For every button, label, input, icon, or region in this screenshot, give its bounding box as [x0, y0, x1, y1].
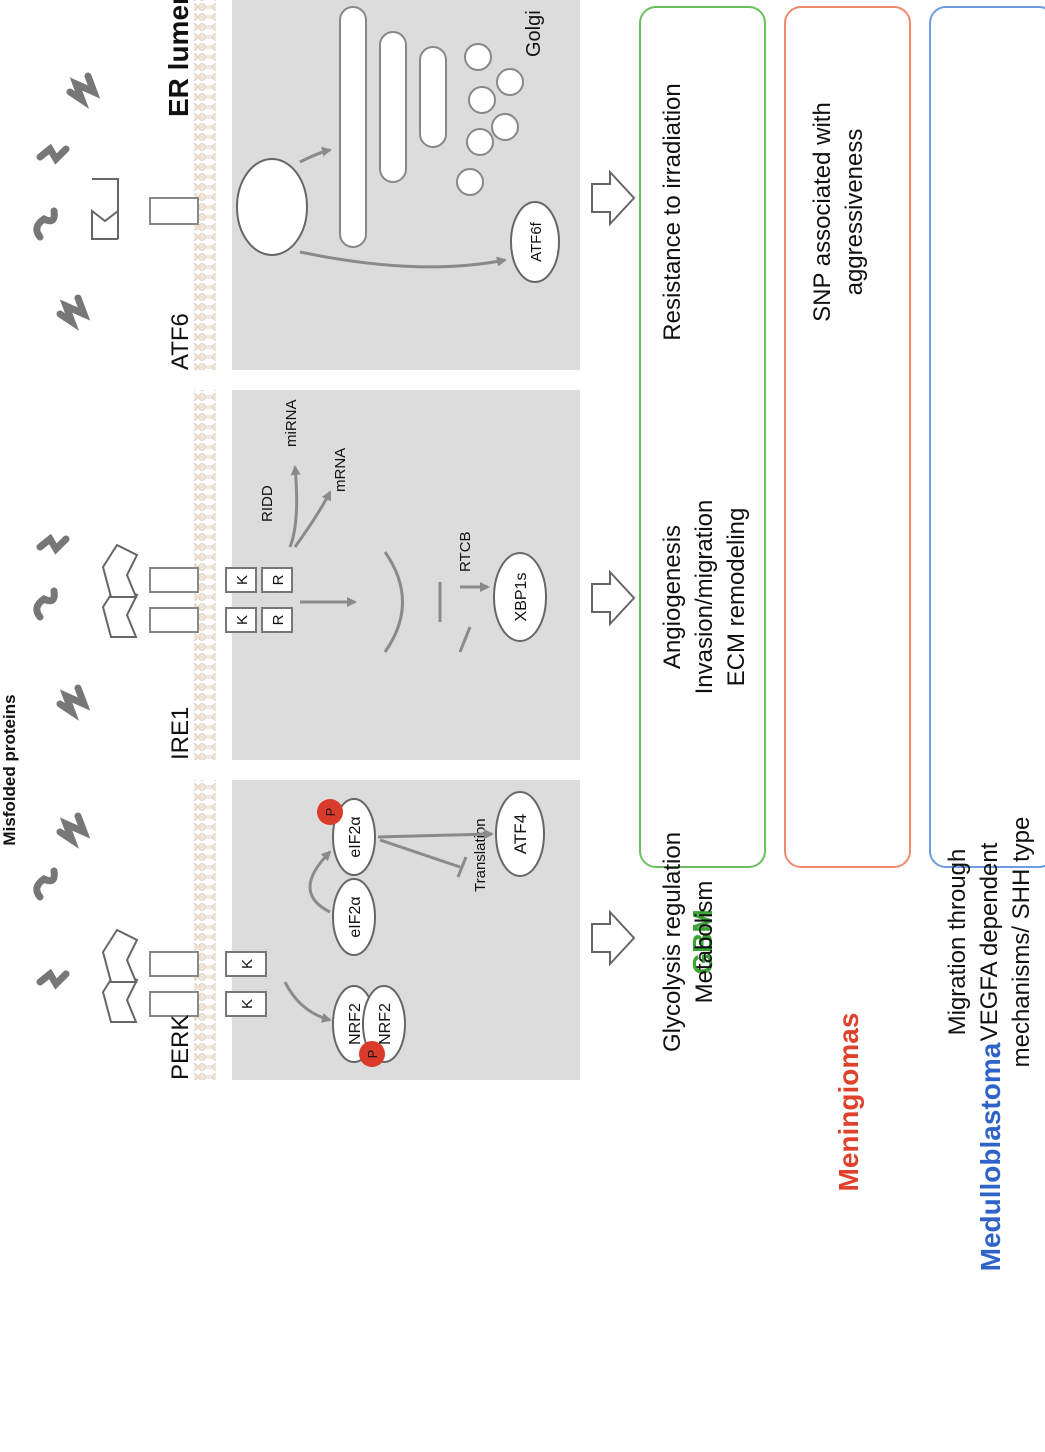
misfolded-proteins-label: Misfolded proteins	[0, 694, 19, 845]
ire1-rnase-r1: R	[270, 614, 287, 625]
phospho-nrf2-icon	[359, 1041, 385, 1067]
ire1-label: IRE1	[167, 707, 194, 760]
ire1-arrows	[288, 465, 490, 653]
gbm-box	[639, 6, 766, 868]
gbm-ire1-line3: ECM remodeling	[723, 508, 750, 687]
ire1-panel	[232, 390, 580, 760]
translation-label: Translation	[472, 818, 489, 892]
atf6-receptor	[91, 178, 199, 240]
golgi-stack	[339, 6, 524, 248]
phospho-eif2a-label: P	[323, 808, 338, 817]
perk-receptor	[101, 928, 267, 1023]
node-eif2a-label: eIF2α	[347, 896, 364, 937]
node-nrf2-p-label: NRF2	[377, 1003, 394, 1045]
perk-membrane	[194, 780, 216, 1080]
ire1-rnase-r2: R	[270, 574, 287, 585]
meningiomas-atf6-line1: SNP associated with	[809, 102, 836, 322]
medulloblastoma-label: Medulloblastoma	[975, 1042, 1006, 1271]
node-nrf2-label: NRF2	[347, 1003, 364, 1045]
node-eif2a-p	[332, 798, 376, 876]
medullo-perk-line3: mechanisms/ SHH type	[1008, 817, 1035, 1068]
rtcb-label: RTCB	[457, 531, 474, 572]
node-atf6f	[510, 201, 560, 283]
node-xbp1s	[493, 552, 547, 642]
mrna-label: mRNA	[332, 448, 349, 492]
perk-kinase-k2: K	[239, 959, 256, 969]
mirna-label: miRNA	[283, 400, 300, 448]
phospho-nrf2-label: P	[365, 1050, 380, 1059]
gbm-ire1-line2: Invasion/migration	[691, 500, 718, 695]
node-eif2a-p-label: eIF2α	[347, 816, 364, 857]
ire1-membrane	[194, 390, 216, 760]
ridd-label: RIDD	[259, 485, 276, 522]
meningiomas-box	[784, 6, 911, 868]
perk-panel	[232, 780, 580, 1080]
ire1-kinase-k1: K	[234, 615, 251, 625]
node-xbp1s-label: XBP1s	[513, 573, 530, 622]
node-eif2a	[332, 878, 376, 956]
atf6-label: ATF6	[167, 313, 194, 370]
atf6-arrows	[299, 146, 507, 269]
ire1-kinase-k2: K	[234, 575, 251, 585]
misfolded-proteins-icons	[33, 72, 101, 990]
ire1-receptor	[101, 543, 293, 638]
medulloblastoma-box	[929, 6, 1045, 868]
node-atf4	[495, 791, 545, 877]
gbm-perk-line2: Metabolism	[691, 881, 718, 1004]
perk-arrows	[283, 829, 494, 1023]
phospho-eif2a-icon	[317, 799, 343, 825]
gbm-label: GBM	[687, 909, 718, 974]
meningiomas-atf6-line2: aggressiveness	[841, 129, 868, 296]
atf6-membrane	[194, 0, 216, 370]
gbm-ire1-line1: Angiogenesis	[659, 525, 686, 669]
perk-label: PERK	[167, 1015, 194, 1080]
medullo-perk-line1: Migration through	[944, 849, 971, 1036]
er-lumen-label: ER lumen	[163, 0, 194, 117]
meningiomas-label: Meningiomas	[833, 1013, 864, 1192]
gbm-atf6-line1: Resistance to irradiation	[659, 83, 686, 340]
node-atf6f-label: ATF6f	[528, 221, 545, 262]
golgi-label: Golgi	[523, 10, 545, 57]
outcome-arrows	[591, 169, 636, 967]
atf6-lumen-domain	[236, 158, 308, 256]
gbm-perk-line1: Glycolysis regulation	[659, 832, 686, 1052]
perk-kinase-k1: K	[239, 999, 256, 1009]
node-atf4-label: ATF4	[511, 814, 530, 854]
medullo-perk-line2: VEGFA dependent	[976, 842, 1003, 1041]
